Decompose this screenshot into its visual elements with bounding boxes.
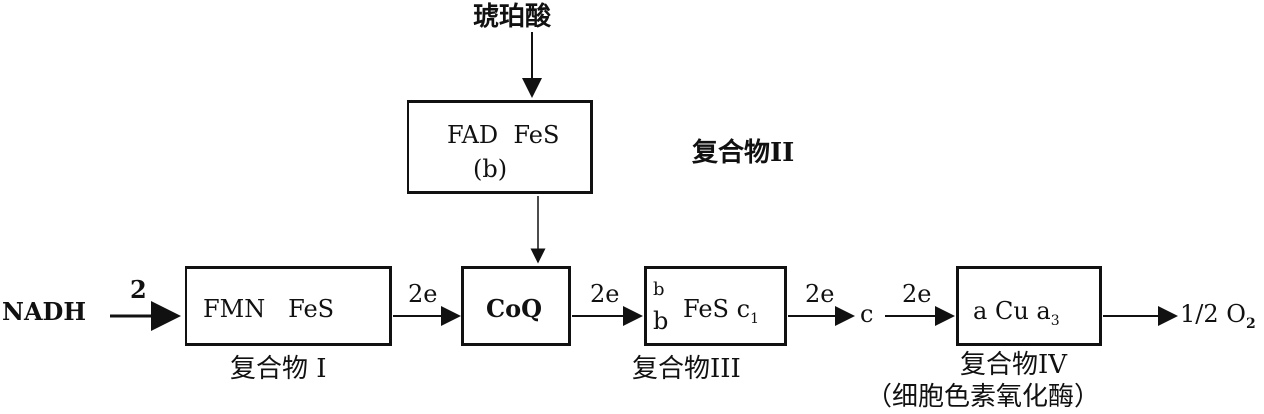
nadh-label: NADH	[2, 297, 87, 326]
nadh-electrons: 2	[130, 275, 147, 304]
complex1-content: FMN FeS	[203, 295, 335, 323]
product-subscript: 2	[1245, 315, 1256, 332]
complex1-label: 复合物 I	[230, 354, 327, 384]
succinate-label: 琥珀酸	[473, 2, 552, 32]
complex2-line1: FAD FeS	[447, 121, 560, 149]
electron-label-1: 2e	[408, 280, 438, 308]
complex1-box: FMN FeS	[185, 266, 392, 346]
electron-label-3: 2e	[805, 280, 835, 308]
electron-label-2: 2e	[590, 280, 620, 308]
complex2-label: 复合物II	[692, 138, 795, 168]
complex4-a3: a	[1036, 297, 1051, 325]
complex3-b-bottom: b	[653, 307, 669, 335]
complex2-box: FAD FeS (b)	[407, 100, 593, 194]
complex3-text: FeS c	[683, 295, 751, 323]
cytochrome-c-label: c	[860, 300, 874, 328]
complex3-b-top: b	[653, 279, 665, 300]
coq-label: CoQ	[486, 294, 543, 323]
product-o2: 1/2 O2	[1180, 302, 1256, 331]
complex4-cu: Cu	[994, 297, 1029, 325]
coq-box: CoQ	[461, 266, 571, 346]
complex3-label: 复合物III	[632, 354, 741, 384]
complex4-content: a Cu a3	[973, 299, 1060, 328]
complex4-label: 复合物IV	[960, 350, 1068, 380]
complex4-sublabel: （细胞色素氧化酶）	[866, 382, 1101, 412]
complex3-box: b b FeS c1	[644, 266, 787, 346]
complex3-content: FeS c1	[683, 297, 759, 326]
complex3-subscript: 1	[750, 310, 759, 327]
complex4-a: a	[973, 297, 988, 325]
complex2-line2: (b)	[473, 155, 508, 183]
product-text: 1/2 O	[1180, 300, 1246, 328]
complex4-a3-subscript: 3	[1050, 312, 1060, 329]
complex4-box: a Cu a3	[956, 266, 1102, 346]
electron-label-4: 2e	[902, 280, 932, 308]
